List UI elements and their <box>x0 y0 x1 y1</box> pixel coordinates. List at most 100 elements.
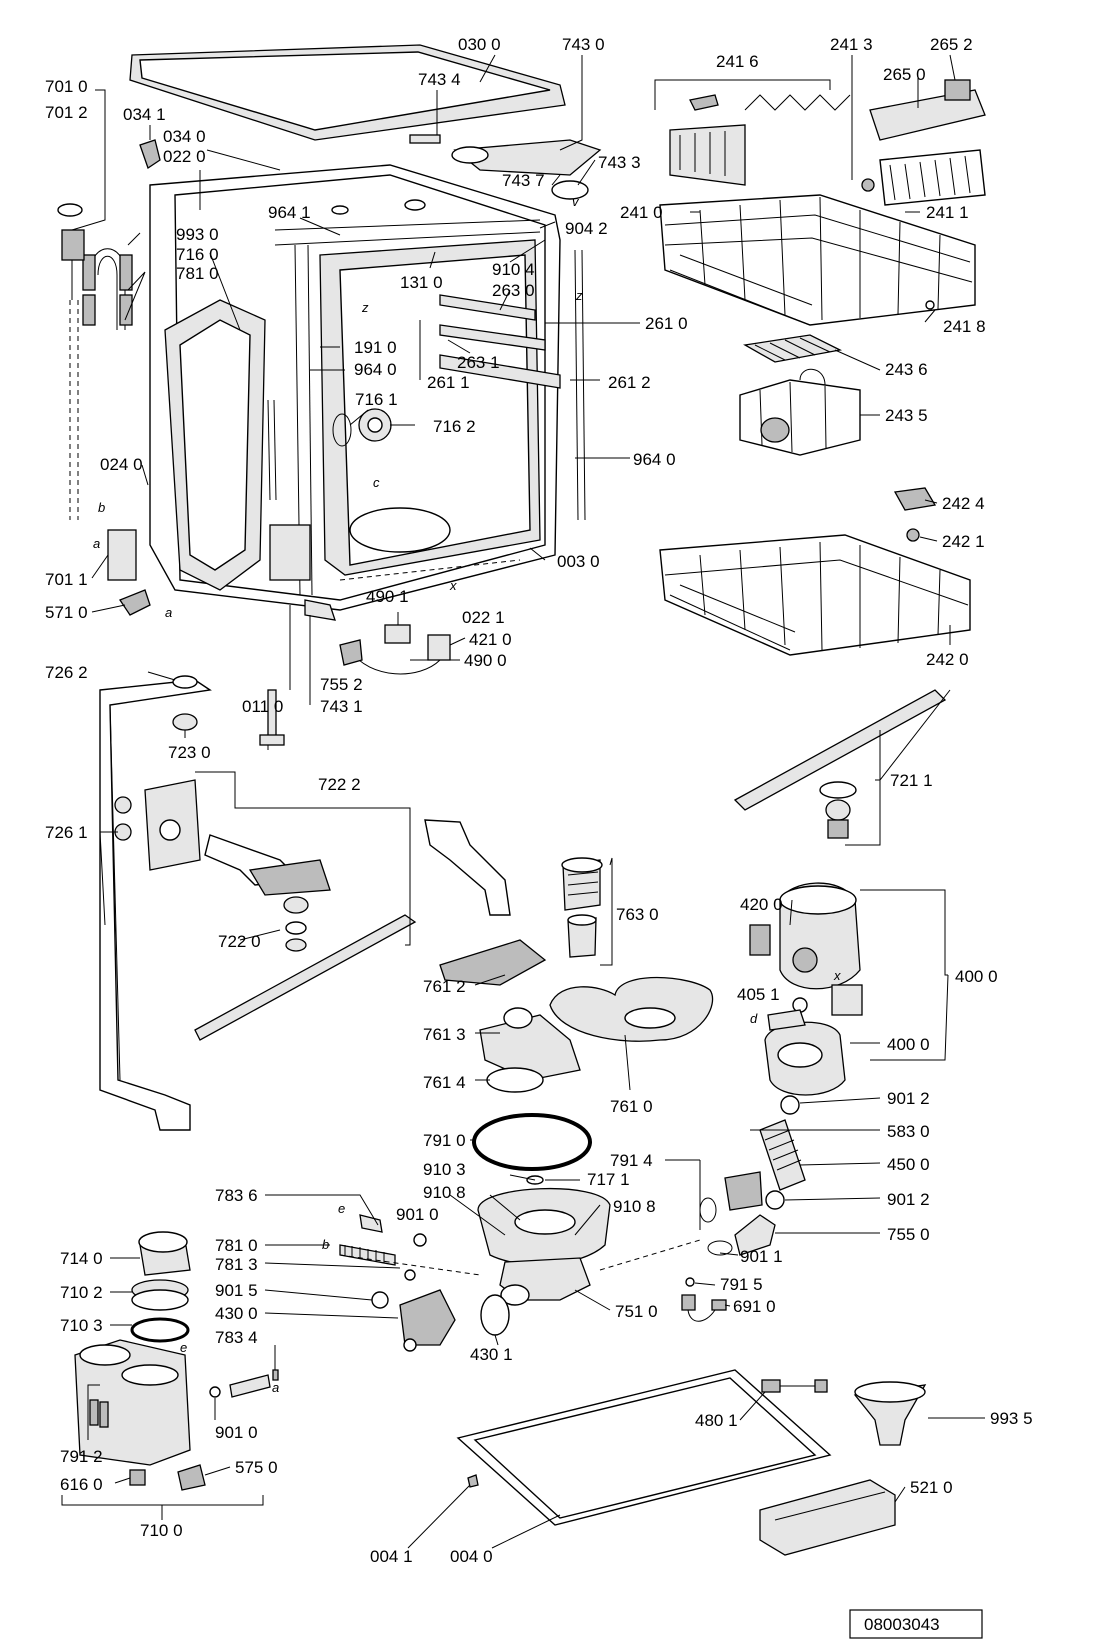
part-label: 901 2 <box>887 1190 930 1209</box>
connector-letter: a <box>93 536 100 551</box>
part-label: 904 2 <box>565 219 608 238</box>
part-label: 761 4 <box>423 1073 466 1092</box>
connector-letter: v <box>572 194 580 209</box>
part-label: 710 3 <box>60 1316 103 1335</box>
part-label: 722 2 <box>318 775 361 794</box>
part-label: 761 2 <box>423 977 466 996</box>
part-label: 791 2 <box>60 1447 103 1466</box>
part-label: 521 0 <box>910 1478 953 1497</box>
connector-letter: b <box>322 1237 329 1252</box>
part-label: 400 0 <box>955 967 998 986</box>
motor-pump-assembly <box>681 882 863 1322</box>
connector-letter: z <box>575 288 583 303</box>
connector-letter: x <box>833 968 841 983</box>
part-label: 242 1 <box>942 532 985 551</box>
connector-letter: e <box>338 1201 345 1216</box>
part-label: 400 0 <box>887 1035 930 1054</box>
part-label: 701 1 <box>45 570 88 589</box>
connector-letter: c <box>373 475 380 490</box>
part-label: 701 2 <box>45 103 88 122</box>
part-label: 003 0 <box>557 552 600 571</box>
part-label: 993 0 <box>176 225 219 244</box>
part-label: 743 4 <box>418 70 461 89</box>
connector-letter: x <box>449 578 457 593</box>
base-assembly <box>456 1369 927 1556</box>
leader-lines <box>61 54 985 1549</box>
part-label: 265 0 <box>883 65 926 84</box>
part-label: 791 0 <box>423 1131 466 1150</box>
part-label: 964 0 <box>633 450 676 469</box>
part-label: 910 4 <box>492 260 535 279</box>
part-label: 263 0 <box>492 281 535 300</box>
part-label: 191 0 <box>354 338 397 357</box>
part-label: 691 0 <box>733 1297 776 1316</box>
part-label: 263 1 <box>457 353 500 372</box>
part-label: 024 0 <box>100 455 143 474</box>
part-label: 910 3 <box>423 1160 466 1179</box>
part-label: 783 6 <box>215 1186 258 1205</box>
water-softener-assembly <box>74 1231 279 1491</box>
connector-letter: z <box>361 300 369 315</box>
part-label: 751 0 <box>615 1302 658 1321</box>
part-label: 755 0 <box>887 1225 930 1244</box>
part-label: 243 6 <box>885 360 928 379</box>
cabinet-assembly <box>57 44 602 746</box>
part-label: 783 4 <box>215 1328 258 1347</box>
part-label: 964 1 <box>268 203 311 222</box>
part-label: 761 3 <box>423 1025 466 1044</box>
part-label: 716 2 <box>433 417 476 436</box>
part-label: 755 2 <box>320 675 363 694</box>
connector-letter: e <box>180 1340 187 1355</box>
part-label: 723 0 <box>168 743 211 762</box>
lower-basket-assembly <box>659 487 971 839</box>
part-label: 901 1 <box>740 1247 783 1266</box>
connector-letter: a <box>272 1380 279 1395</box>
part-label: 261 2 <box>608 373 651 392</box>
part-label: 701 0 <box>45 77 88 96</box>
document-number: 08003043 <box>864 1615 940 1634</box>
connector-letters: z z x v b a a c d x e b e a <box>93 194 841 1395</box>
part-label: 901 2 <box>887 1089 930 1108</box>
part-label: 004 1 <box>370 1547 413 1566</box>
part-label: 241 8 <box>943 317 986 336</box>
sump-assembly <box>339 819 714 1352</box>
part-label: 710 2 <box>60 1283 103 1302</box>
part-label: 131 0 <box>400 273 443 292</box>
part-labels: 030 0 743 0 743 4 743 3 743 7 701 0 701 … <box>45 35 1033 1566</box>
part-label: 781 0 <box>215 1236 258 1255</box>
part-label: 405 1 <box>737 985 780 1004</box>
part-label: 781 0 <box>176 264 219 283</box>
part-label: 004 0 <box>450 1547 493 1566</box>
part-label: 242 4 <box>942 494 985 513</box>
part-label: 575 0 <box>235 1458 278 1477</box>
part-label: 034 1 <box>123 105 166 124</box>
upper-spray-assembly <box>99 675 417 1131</box>
part-label: 714 0 <box>60 1249 103 1268</box>
part-label: 034 0 <box>163 127 206 146</box>
connector-letter: a <box>165 605 172 620</box>
part-label: 721 1 <box>890 771 933 790</box>
upper-basket-assembly <box>659 79 986 456</box>
part-label: 030 0 <box>458 35 501 54</box>
part-label: 901 0 <box>396 1205 439 1224</box>
part-label: 011 0 <box>242 697 283 716</box>
part-label: 743 7 <box>502 171 545 190</box>
part-label: 781 3 <box>215 1255 258 1274</box>
part-label: 717 1 <box>587 1170 630 1189</box>
part-label: 964 0 <box>354 360 397 379</box>
part-label: 726 2 <box>45 663 88 682</box>
part-label: 726 1 <box>45 823 88 842</box>
part-label: 022 0 <box>163 147 206 166</box>
part-label: 450 0 <box>887 1155 930 1174</box>
part-label: 716 0 <box>176 245 219 264</box>
part-label: 743 1 <box>320 697 363 716</box>
part-label: 910 8 <box>423 1183 466 1202</box>
part-label: 722 0 <box>218 932 261 951</box>
part-label: 261 1 <box>427 373 470 392</box>
part-label: 716 1 <box>355 390 398 409</box>
part-label: 261 0 <box>645 314 688 333</box>
part-label: 993 5 <box>990 1409 1033 1428</box>
part-label: 901 0 <box>215 1423 258 1442</box>
part-label: 241 6 <box>716 52 759 71</box>
